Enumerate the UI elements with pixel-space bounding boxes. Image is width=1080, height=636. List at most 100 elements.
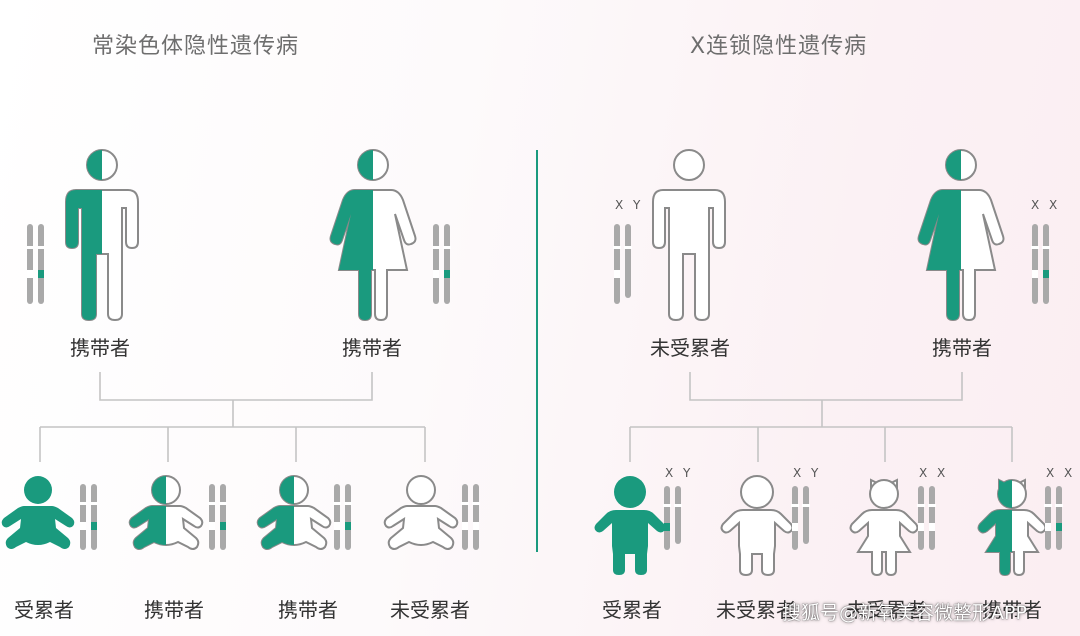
chromosome-bar — [462, 484, 468, 550]
chromosome-centromere — [613, 246, 621, 249]
chromosome-normal-band — [918, 523, 924, 531]
left-child-3-label: 携带者 — [278, 598, 338, 622]
chromosome-centromere — [674, 504, 682, 507]
chromosome-bar — [664, 486, 670, 550]
right-child-1-chromosome-tag: X Y — [665, 466, 694, 480]
right-mother-chromosome-tag: X X — [1031, 198, 1061, 212]
chromosome-bar — [38, 224, 44, 304]
chromosome-normal-band — [80, 522, 86, 530]
chromosome-centromere — [208, 502, 216, 505]
left-child-3-figure — [256, 475, 332, 550]
chromosome-centromere — [928, 504, 936, 507]
chromosome-centromere — [917, 504, 925, 507]
chromosome-bar — [334, 484, 340, 550]
chromosome-normal-band — [929, 523, 935, 531]
chromosome-normal-band — [1045, 523, 1051, 531]
chromosome-mutant-band — [345, 522, 351, 530]
left-child-1-label: 受累者 — [14, 598, 74, 622]
left-child-4-label: 未受累者 — [390, 598, 470, 622]
chromosome-bar — [91, 484, 97, 550]
chromosome-centromere — [461, 502, 469, 505]
left-mother-figure — [329, 149, 417, 321]
left-child-4-figure — [383, 475, 459, 550]
chromosome-mutant-band — [1043, 270, 1049, 278]
chromosome-normal-band — [334, 522, 340, 530]
chromosome-centromere — [90, 502, 98, 505]
chromosome-centromere — [1031, 246, 1039, 249]
chromosome-bar — [345, 484, 351, 550]
chromosome-normal-band — [614, 270, 620, 278]
chromosome-centromere — [26, 246, 34, 249]
left-father-label: 携带者 — [70, 336, 130, 360]
chromosome-mutant-band — [444, 270, 450, 278]
right-child-3-chromosome-tag: X X — [919, 466, 949, 480]
chromosome-bar — [1056, 486, 1062, 550]
left-panel-title: 常染色体隐性遗传病 — [92, 34, 300, 59]
chromosome-bar — [929, 486, 935, 550]
chromosome-normal-band — [473, 522, 479, 530]
chromosome-bar — [80, 484, 86, 550]
right-father-figure — [652, 149, 726, 321]
right-child-1-figure — [594, 476, 666, 575]
chromosome-centromere — [37, 246, 45, 249]
chromosome-bar — [473, 484, 479, 550]
chromosome-normal-band — [27, 270, 33, 278]
right-mother-label: 携带者 — [932, 336, 992, 360]
chromosome-centromere — [333, 502, 341, 505]
chromosome-pairs — [26, 224, 1063, 550]
left-child-1-figure — [1, 476, 75, 549]
right-child-4-label: 携带者 — [982, 598, 1042, 622]
chromosome-centromere — [663, 504, 671, 507]
chromosome-centromere — [432, 246, 440, 249]
chromosome-mutant-band — [664, 523, 670, 531]
right-child-3-label: 未受累者 — [846, 598, 926, 622]
chromosome-bar — [1043, 224, 1049, 304]
chromosome-bar — [209, 484, 215, 550]
chromosome-mutant-band — [220, 522, 226, 530]
right-child-2-chromosome-tag: X Y — [793, 466, 822, 480]
right-child-2-figure — [720, 475, 794, 576]
chromosome-bar — [433, 224, 439, 304]
chromosome-centromere — [344, 502, 352, 505]
left-child-2-label: 携带者 — [144, 598, 204, 622]
chromosome-bar — [918, 486, 924, 550]
chromosome-bar — [614, 224, 620, 304]
chromosome-normal-band — [433, 270, 439, 278]
right-child-4-figure — [977, 479, 1047, 576]
right-child-1-label: 受累者 — [602, 598, 662, 622]
right-pedigree-lines — [629, 372, 1013, 462]
chromosome-bar — [803, 486, 809, 544]
left-pedigree-lines — [39, 372, 426, 462]
chromosome-bar — [625, 224, 631, 298]
chromosome-centromere — [1055, 504, 1063, 507]
chromosome-bar — [1045, 486, 1051, 550]
left-mother-label: 携带者 — [342, 336, 402, 360]
chromosome-centromere — [802, 504, 810, 507]
right-child-3-figure — [849, 479, 919, 576]
right-panel-title: X连锁隐性遗传病 — [690, 34, 868, 59]
chromosome-centromere — [472, 502, 480, 505]
chromosome-normal-band — [209, 522, 215, 530]
left-child-2-figure — [128, 475, 204, 550]
chromosome-centromere — [79, 502, 87, 505]
chromosome-mutant-band — [38, 270, 44, 278]
chromosome-centromere — [1044, 504, 1052, 507]
chromosome-centromere — [791, 504, 799, 507]
chromosome-normal-band — [1032, 270, 1038, 278]
right-father-chromosome-tag: X Y — [615, 198, 644, 212]
right-child-4-chromosome-tag: X X — [1046, 466, 1076, 480]
chromosome-mutant-band — [91, 522, 97, 530]
chromosome-normal-band — [792, 523, 798, 531]
right-mother-figure — [917, 149, 1005, 321]
chromosome-centromere — [443, 246, 451, 249]
chromosome-normal-band — [462, 522, 468, 530]
left-father-figure — [65, 149, 139, 321]
right-father-label: 未受累者 — [650, 336, 730, 360]
chromosome-mutant-band — [1056, 523, 1062, 531]
right-child-2-label: 未受累者 — [716, 598, 796, 622]
chromosome-bar — [1032, 224, 1038, 304]
watermark: 搜狐号@新氧美容微整形APP — [782, 602, 1027, 624]
chromosome-centromere — [624, 246, 632, 249]
chromosome-bar — [792, 486, 798, 550]
chromosome-bar — [444, 224, 450, 304]
